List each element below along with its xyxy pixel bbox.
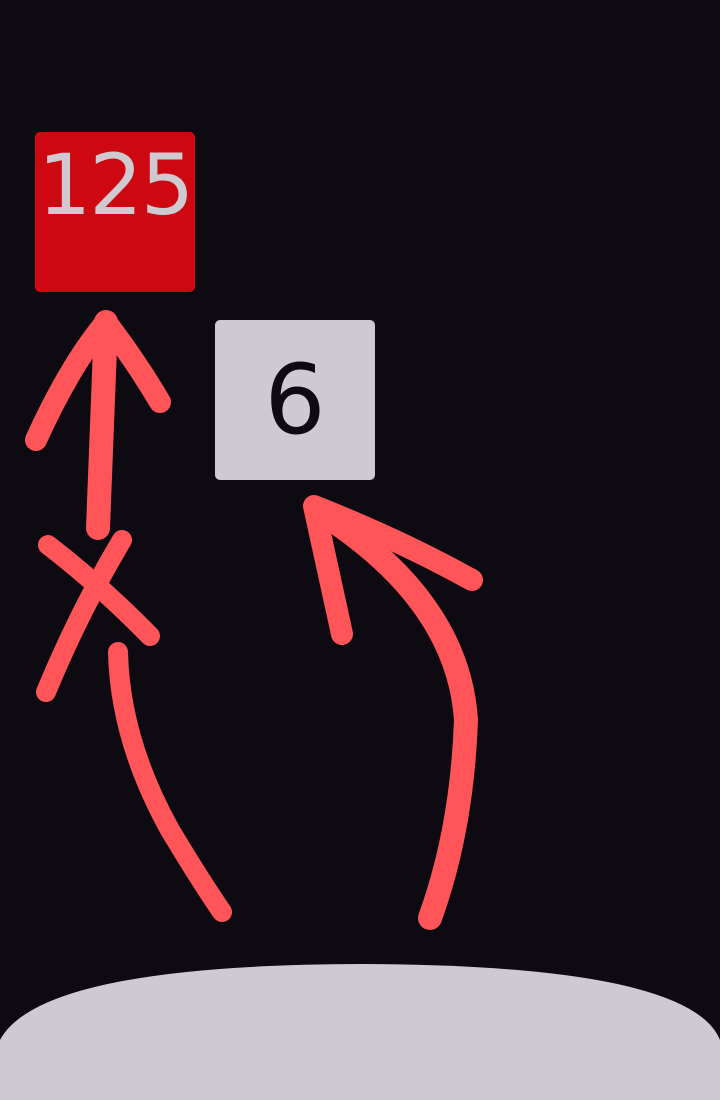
player-number-tile[interactable]: 6 [215,320,375,480]
curved-arrow-to-player [303,495,483,930]
blocked-swipe-stroke [108,642,232,922]
target-number-label: 125 [37,136,194,234]
player-number-label: 6 [264,344,326,456]
target-number-tile[interactable]: 125 [35,132,195,292]
upward-arrow-to-target [25,310,171,540]
blocked-cross-icon [36,530,160,702]
